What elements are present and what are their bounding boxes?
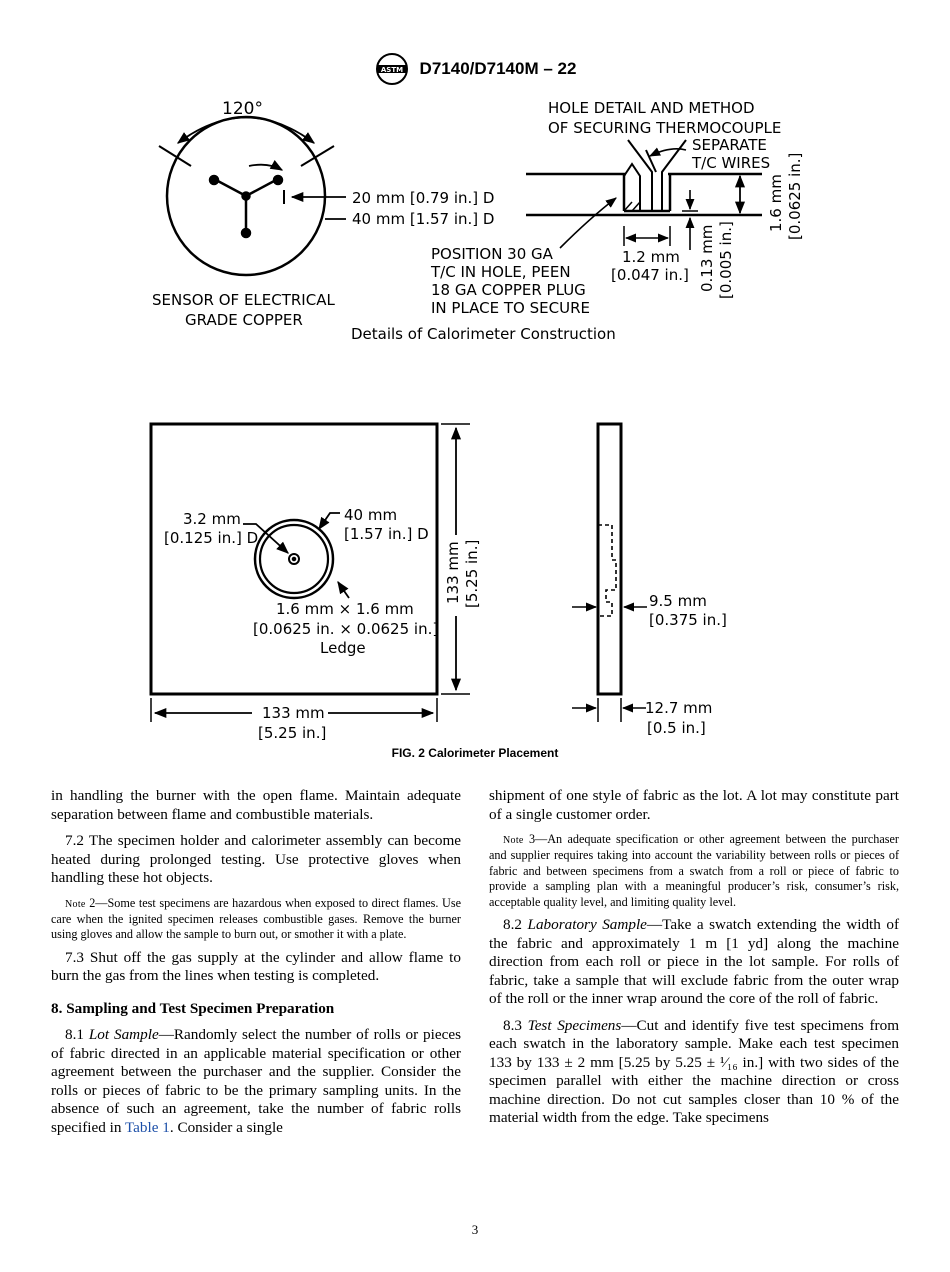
astm-logo: ASTM <box>375 53 408 85</box>
left-column: in handling the burner with the open fla… <box>51 787 461 1145</box>
sensor-label-2: GRADE COPPER <box>185 311 303 329</box>
ledge-label-3: Ledge <box>320 639 366 657</box>
p83-number: 8.3 <box>503 1016 528 1034</box>
p81-number: 8.1 <box>65 1026 89 1044</box>
section-8-heading: 8. Sampling and Test Specimen Preparatio… <box>51 999 335 1017</box>
page-header: ASTM D7140/D7140M – 22 <box>0 52 950 86</box>
table-1-link[interactable]: Table 1 <box>124 1118 170 1136</box>
designation: D7140/D7140M – 22 <box>419 59 577 78</box>
separate-label-2: T/C WIRES <box>691 154 770 172</box>
note-2: Note 2—Some test specimens are hazardous… <box>51 896 461 943</box>
width-in-label-bottom: [5.25 in.] <box>258 724 326 742</box>
height-in-label: [5.25 in.] <box>463 540 481 608</box>
note-3-text: 3—An adequate specification or other agr… <box>489 832 899 909</box>
height-mm-label: 133 mm <box>444 541 462 604</box>
sensor-diagram <box>158 115 346 277</box>
side-depth-mm-label: 9.5 mm <box>649 592 707 610</box>
p81-title: Lot Sample <box>88 1026 159 1044</box>
hole-in-label: [0.125 in.] D <box>164 529 258 547</box>
paragraph-8-1: 8.1 Lot Sample—Randomly select the numbe… <box>51 1026 461 1137</box>
note-2-label: Note <box>65 898 86 910</box>
p83-title: Test Specimens <box>527 1016 622 1034</box>
paragraph-continued-right: shipment of one style of fabric as the l… <box>489 787 899 823</box>
figure-caption: FIG. 2 Calorimeter Placement <box>391 746 559 760</box>
p83-text: —Cut and identify five test specimens fr… <box>489 1016 900 1127</box>
paragraph-8-2: 8.2 Laboratory Sample—Take a swatch exte… <box>489 916 899 1009</box>
position-label-1: POSITION 30 GA <box>431 245 554 263</box>
side-thick-in-label: [0.5 in.] <box>647 719 706 737</box>
dim-20mm-label: 20 mm [0.79 in.] D <box>352 189 494 207</box>
side-depth-in-label: [0.375 in.] <box>649 611 727 629</box>
calorimeter-figure: 120° 20 mm [0.79 in.] D 40 mm [1.57 in.]… <box>149 99 804 742</box>
width-mm-label: 1.2 mm <box>622 248 680 266</box>
logo-text: ASTM <box>380 66 402 74</box>
p82-title: Laboratory Sample <box>527 916 647 934</box>
separate-label-1: SEPARATE <box>692 136 767 154</box>
paragraph-8-3: 8.3 Test Specimens—Cut and identify five… <box>489 1017 899 1128</box>
p82-text: —Take a swatch extending the width of th… <box>489 916 900 1008</box>
position-label-3: 18 GA COPPER PLUG <box>431 281 586 299</box>
plate-side-view <box>572 422 647 722</box>
depth-mm-label: 0.13 mm <box>698 225 716 292</box>
side-thick-mm-label: 12.7 mm <box>645 699 712 717</box>
hole-title-2: OF SECURING THERMOCOUPLE <box>548 119 781 137</box>
p81-tail: . Consider a single <box>169 1118 283 1136</box>
dim-40mm-label: 40 mm [1.57 in.] D <box>352 210 494 228</box>
ring-in-label: [1.57 in.] D <box>344 525 429 543</box>
paragraph-7-2: 7.2 The specimen holder and calorimeter … <box>51 832 461 886</box>
p82-number: 8.2 <box>503 916 528 934</box>
p81-text: —Randomly select the number of rolls or … <box>51 1026 461 1136</box>
depth-in-label: [0.005 in.] <box>717 221 735 299</box>
hole-title-1: HOLE DETAIL AND METHOD <box>548 99 755 117</box>
paragraph-continued: in handling the burner with the open fla… <box>51 787 461 823</box>
width-in-label: [0.047 in.] <box>611 266 689 284</box>
plate-front-view <box>149 422 470 722</box>
note-3-label: Note <box>503 835 524 846</box>
width-mm-label-bottom: 133 mm <box>262 704 325 722</box>
hole-detail-diagram <box>526 139 762 250</box>
note-2-text: 2—Some test specimens are hazardous when… <box>51 895 461 942</box>
paragraph-7-3: 7.3 Shut off the gas supply at the cylin… <box>51 948 461 985</box>
hole-mm-label: 3.2 mm <box>183 510 241 528</box>
thick-mm-label: 1.6 mm <box>767 174 785 232</box>
page-number: 3 <box>471 1222 479 1237</box>
thick-in-label: [0.0625 in.] <box>786 153 804 240</box>
construction-caption: Details of Calorimeter Construction <box>351 325 616 343</box>
note-3: Note 3—An adequate specification or othe… <box>489 832 899 910</box>
position-label-2: T/C IN HOLE, PEEN <box>430 263 571 281</box>
ring-mm-label: 40 mm <box>344 506 397 524</box>
ledge-label-2: [0.0625 in. × 0.0625 in.] <box>253 620 438 638</box>
right-column: shipment of one style of fabric as the l… <box>489 787 899 1136</box>
angle-label: 120° <box>222 99 263 119</box>
position-label-4: IN PLACE TO SECURE <box>431 299 590 317</box>
ledge-label-1: 1.6 mm × 1.6 mm <box>276 600 414 618</box>
sensor-label-1: SENSOR OF ELECTRICAL <box>152 291 335 309</box>
